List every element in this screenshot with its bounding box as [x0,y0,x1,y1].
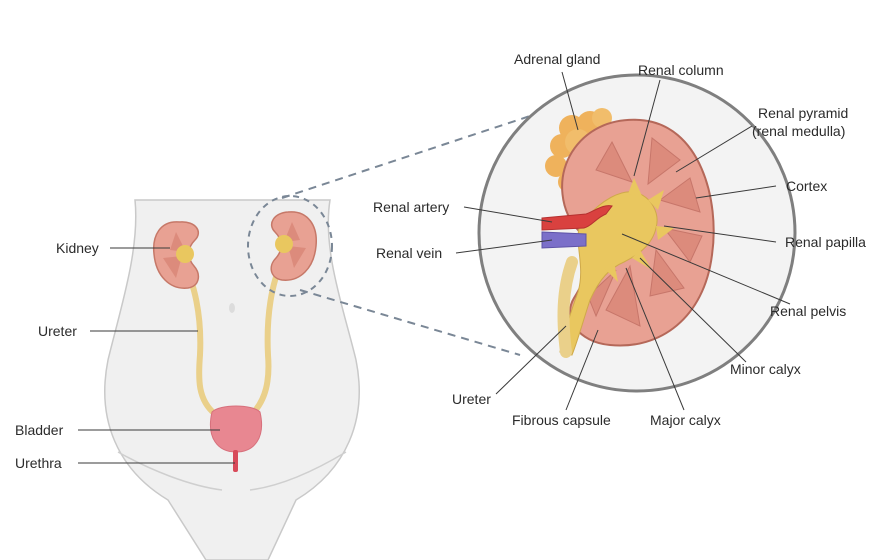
label-ureter-detail: Ureter [452,391,491,407]
label-renal-artery: Renal artery [373,199,449,215]
label-cortex: Cortex [786,178,827,194]
label-kidney: Kidney [56,240,99,256]
label-renal-pelvis: Renal pelvis [770,303,846,319]
label-renal-vein: Renal vein [376,245,442,261]
urethra-tube [233,450,238,472]
label-renal-medulla: (renal medulla) [752,123,845,139]
label-renal-pyramid: Renal pyramid [758,105,848,121]
body-silhouette [105,200,359,560]
torso-outline [105,200,359,560]
label-fibrous-capsule: Fibrous capsule [512,412,611,428]
label-minor-calyx: Minor calyx [730,361,801,377]
label-renal-papilla: Renal papilla [785,234,866,250]
navel [229,303,235,313]
label-bladder: Bladder [15,422,64,438]
label-renal-column: Renal column [638,62,724,78]
label-ureter-body: Ureter [38,323,77,339]
label-urethra: Urethra [15,455,62,471]
label-adrenal-gland: Adrenal gland [514,51,600,67]
label-major-calyx: Major calyx [650,412,721,428]
